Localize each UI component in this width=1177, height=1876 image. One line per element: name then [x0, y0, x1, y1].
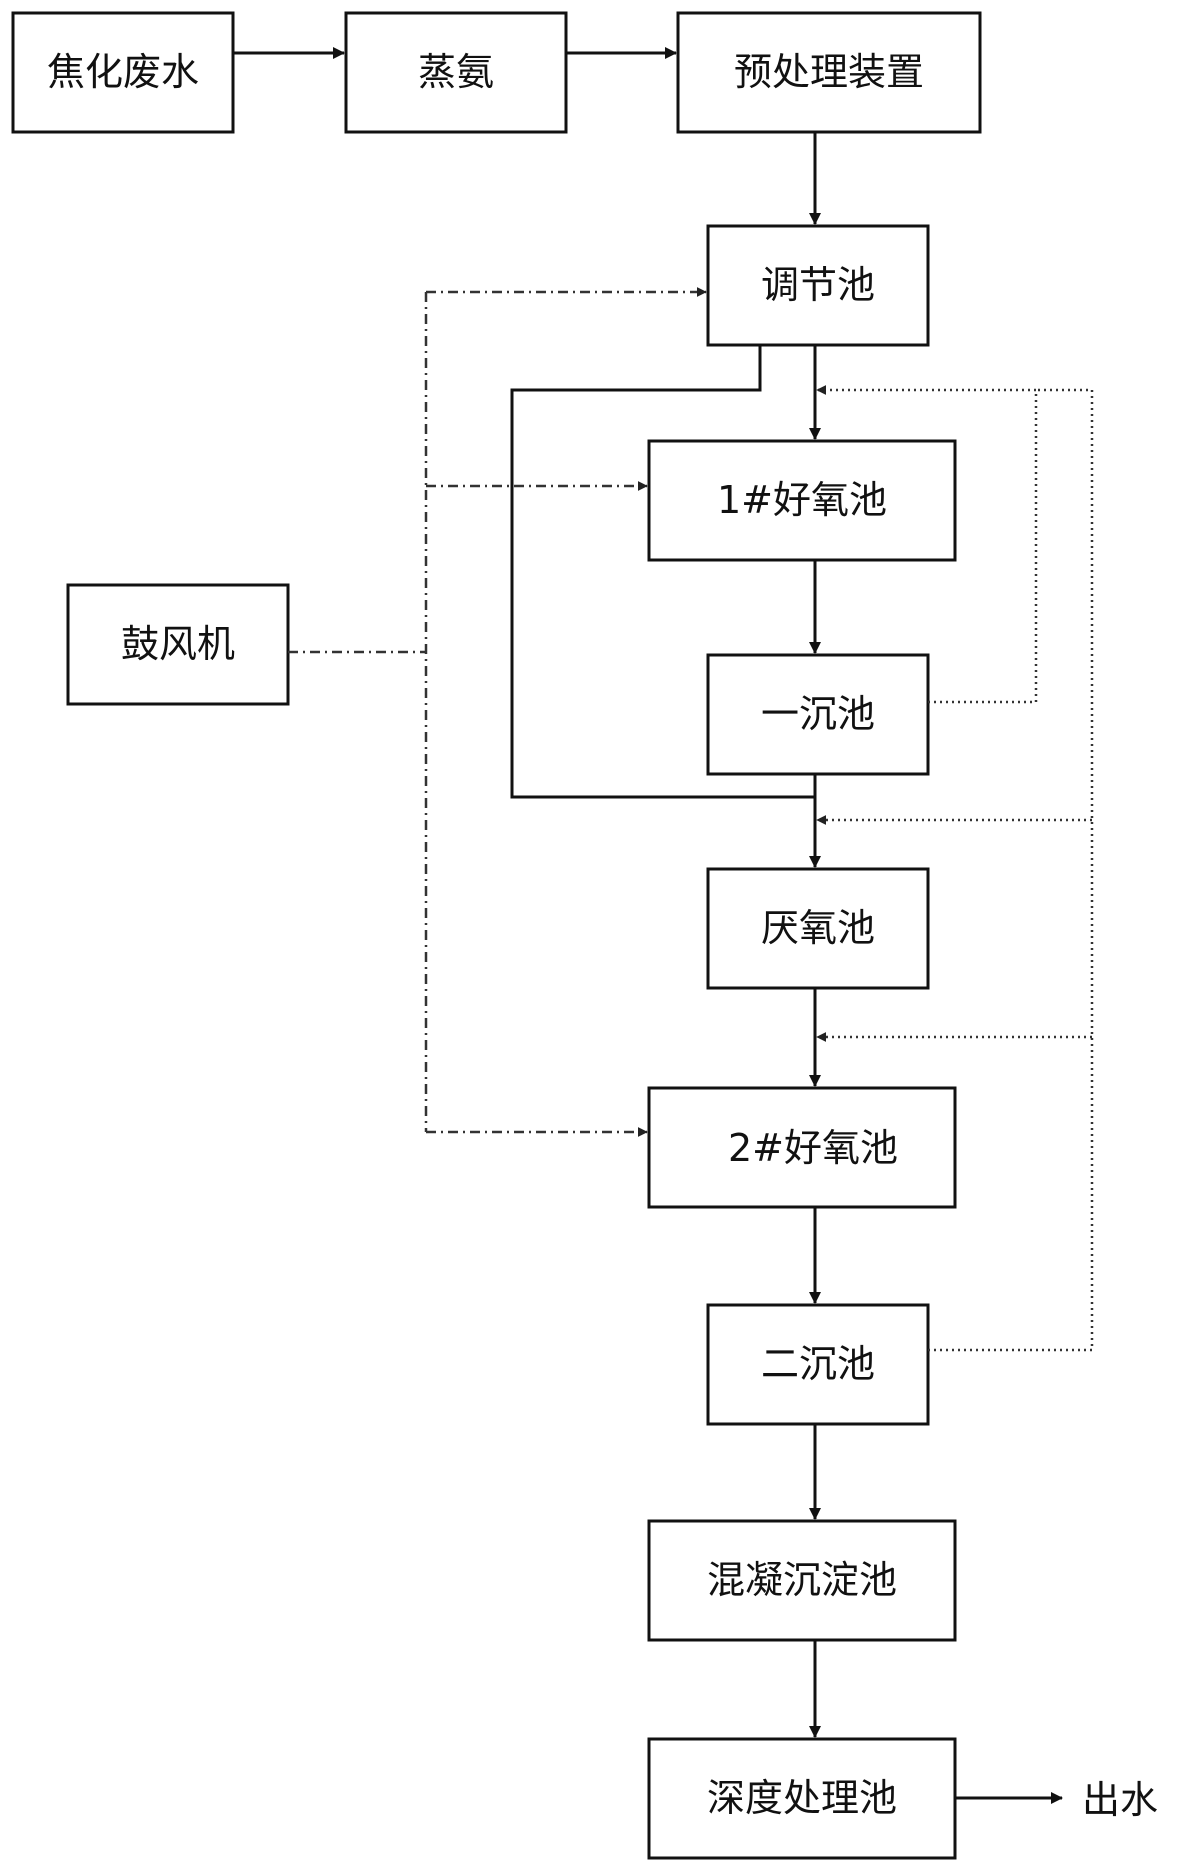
node-blower-label: 鼓风机 [121, 622, 235, 666]
return-line-primary-clarifier-to-aerobic1 [816, 385, 1038, 704]
bypass-line-equalization-to-anaerobic [510, 345, 815, 799]
node-anaerobic-tank: 厌氧池 [706, 867, 930, 990]
return-line-secondary-clarifier-trunk [928, 388, 1094, 1352]
node-secondary-clarifier-label: 二沉池 [761, 1342, 875, 1386]
outlet-label: 出水 [1082, 1778, 1158, 1822]
node-aerobic-tank-1: 1#好氧池 [647, 439, 957, 562]
node-coking-wastewater-label: 焦化废水 [47, 50, 199, 94]
node-coagulation-sedimentation-tank-label: 混凝沉淀池 [707, 1558, 897, 1602]
node-anaerobic-tank-label: 厌氧池 [761, 906, 875, 950]
node-ammonia-stripping: 蒸氨 [344, 11, 568, 134]
node-primary-clarifier-label: 一沉池 [761, 692, 875, 736]
node-aerobic-tank-2-label: 2#好氧池 [728, 1126, 898, 1170]
node-aerobic-tank-1-label: 1#好氧池 [717, 478, 887, 522]
node-aerobic-tank-2: 2#好氧池 [647, 1086, 957, 1209]
node-coagulation-sedimentation-tank: 混凝沉淀池 [647, 1519, 957, 1642]
node-pretreatment-unit-label: 预处理装置 [734, 50, 924, 94]
node-advanced-treatment-tank: 深度处理池 [647, 1737, 957, 1860]
node-blower: 鼓风机 [66, 583, 290, 706]
node-primary-clarifier: 一沉池 [706, 653, 930, 776]
node-equalization-tank-label: 调节池 [761, 263, 875, 307]
node-secondary-clarifier: 二沉池 [706, 1303, 930, 1426]
node-advanced-treatment-tank-label: 深度处理池 [707, 1776, 897, 1820]
node-coking-wastewater: 焦化废水 [11, 11, 235, 134]
node-equalization-tank: 调节池 [706, 224, 930, 347]
node-pretreatment-unit: 预处理装置 [676, 11, 982, 134]
node-ammonia-stripping-label: 蒸氨 [418, 50, 494, 94]
